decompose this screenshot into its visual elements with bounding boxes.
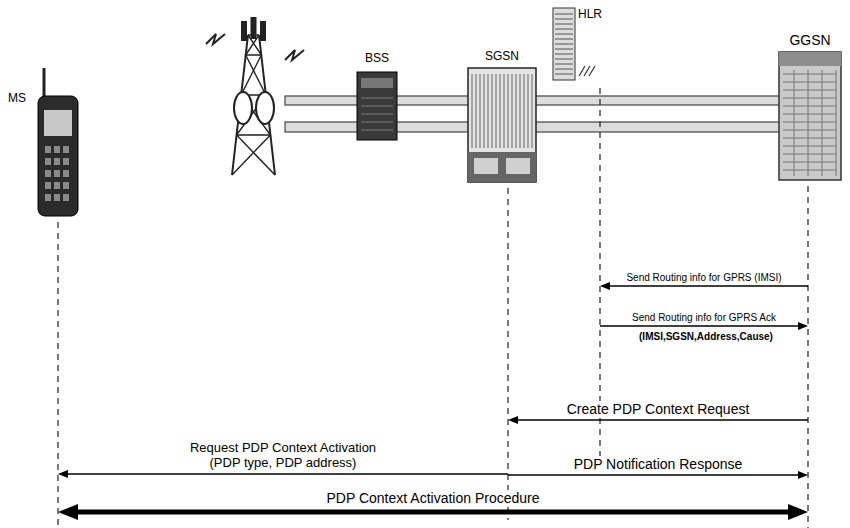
message-label: Request PDP Context Activation (PDP type… [174,441,393,471]
message-label: Send Routing info for GPRS (IMSI) [624,272,783,284]
bss-equipment: BSS [348,50,406,144]
signal-message [600,325,798,327]
message-label: Send Routing info for GPRS Ack [630,312,778,324]
signal-message [610,285,808,287]
node-label: BSS [365,52,389,66]
message-label: PDP Context Activation Procedure [325,490,542,506]
ggsn-equipment-icon [774,30,846,185]
mobile-station: MS [8,66,86,222]
node-label: SGSN [485,50,519,64]
message-label: Create PDP Context Request [565,401,752,417]
ggsn-equipment: GGSN [774,30,846,185]
radio-tower [206,18,304,175]
message-label: PDP Notification Response [572,456,745,472]
node-label: MS [8,92,26,106]
lifeline [57,222,58,528]
signal-message [68,473,508,475]
lifeline [507,188,508,520]
node-label: GGSN [789,32,830,48]
lifeline [807,186,808,528]
signal-message [518,419,808,421]
hlr-equipment: HLR [545,4,613,90]
procedure-arrow [78,510,788,515]
mobile-station-icon [8,66,86,222]
sgsn-equipment-icon [460,48,544,186]
message-parameters: (IMSI,SGSN,Address,Cause) [637,331,775,343]
node-label: HLR [578,8,602,22]
sgsn-equipment: SGSN [460,48,544,186]
signal-message [508,474,798,476]
